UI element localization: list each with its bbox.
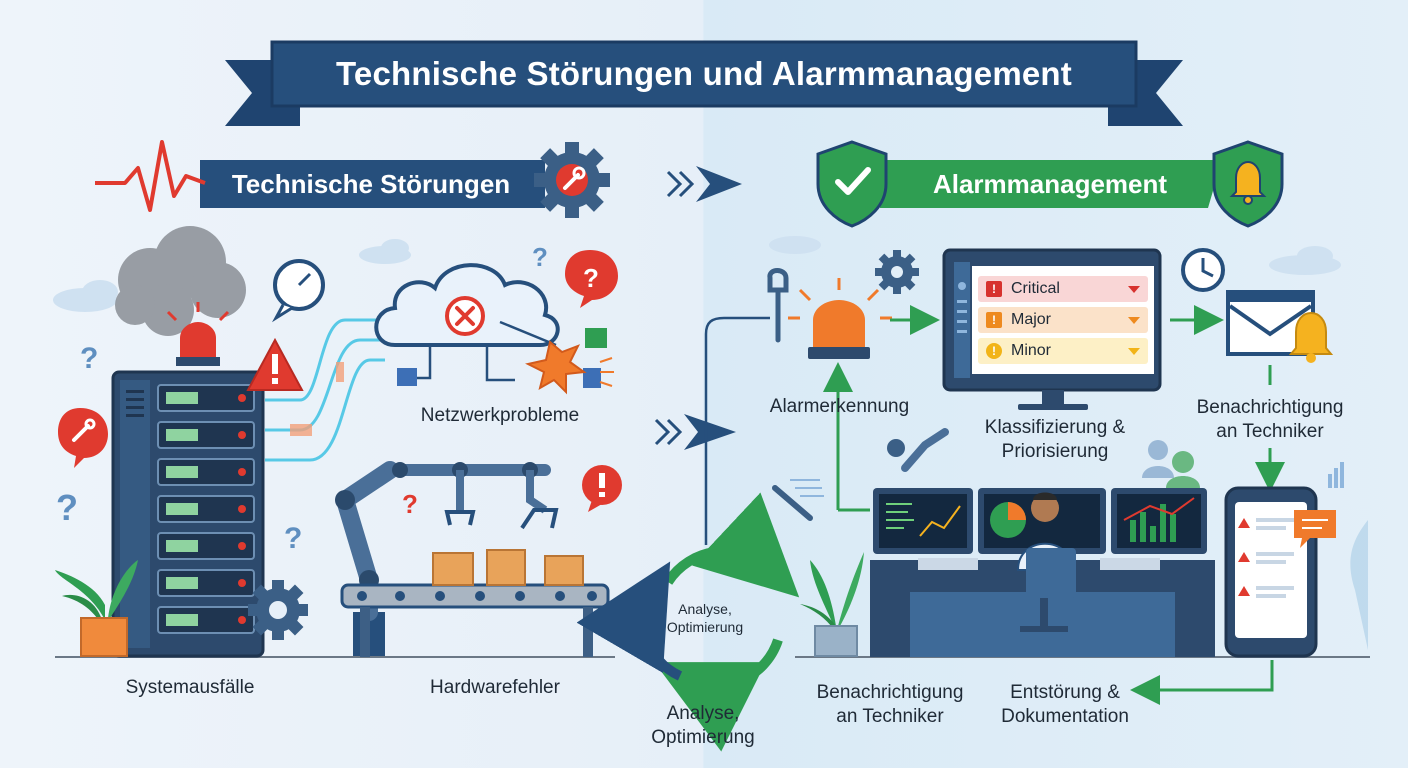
page-title: Technische Störungen und Alarmmanagement [336, 55, 1072, 92]
title-ribbon [225, 40, 1183, 126]
label-klassifizierung: Klassifizierung & Priorisierung [984, 417, 1126, 462]
server-slot [166, 614, 198, 626]
server-slot [166, 540, 198, 552]
svg-text:?: ? [80, 342, 98, 375]
wrench-small-icon [772, 485, 813, 521]
label-entstoerung: Entstörung & Dokumentation [1001, 682, 1129, 727]
section-header-technische-stoerungen: Technische Störungen [231, 169, 511, 199]
svg-text:?: ? [532, 242, 548, 272]
server-slot [166, 503, 198, 515]
server-slot [166, 466, 198, 478]
severity-label: Minor [1011, 342, 1052, 359]
smartphone-icon [1224, 462, 1344, 658]
red-siren-icon [166, 302, 230, 366]
warning-icon: ! [986, 281, 1002, 297]
warning-icon: ! [986, 312, 1002, 328]
data-packet-icon [290, 424, 312, 436]
svg-text:?: ? [583, 263, 599, 293]
bell-icon [1288, 311, 1334, 363]
server-unit [157, 458, 255, 486]
right-header-banner [880, 160, 1222, 208]
network-cloud-icon [374, 263, 560, 347]
cycle-inner-label: Analyse, Optimierung [666, 601, 744, 635]
cycle-below-label: Analyse, Optimierung [651, 703, 755, 748]
gear-wrench-icon [534, 142, 610, 218]
server-unit [157, 421, 255, 449]
server-unit [157, 606, 255, 634]
plant-pot-icon [55, 560, 138, 657]
severity-critical[interactable]: ! Critical [978, 276, 1148, 302]
label-systemausfaelle: Systemausfälle [125, 677, 255, 698]
server-units [157, 384, 255, 634]
left-header-banner [95, 140, 545, 212]
shield-bell-icon [1212, 140, 1284, 228]
burst-icon [525, 340, 587, 395]
server-slot [166, 429, 198, 441]
smoke-cloud-icon [115, 226, 246, 336]
severity-label: Critical [1011, 280, 1060, 297]
wrench-icon [767, 268, 789, 343]
server-led [238, 505, 246, 513]
orange-siren-icon [788, 278, 892, 359]
robot-gear-icon [887, 428, 949, 472]
server-unit [157, 569, 255, 597]
flow-arrow [1130, 660, 1274, 705]
server-slot [166, 392, 198, 404]
gear-icon [248, 580, 308, 640]
wrench-bubble-icon [58, 408, 108, 468]
stopwatch-icon [271, 259, 325, 323]
server-led [238, 579, 246, 587]
warning-triangle-icon [246, 337, 304, 391]
label-benachrichtigung-bottom: Benachrichtigung an Techniker [816, 682, 964, 727]
question-mark-icon: ? ? ? ? [56, 242, 548, 555]
question-bubble-icon: ? [565, 250, 618, 308]
severity-major[interactable]: ! Major [978, 307, 1148, 333]
alert-bubble-icon [582, 465, 622, 512]
label-alarmerkennung: Alarmerkennung [769, 396, 910, 417]
chevron-down-icon[interactable] [1128, 348, 1140, 355]
server-unit [157, 532, 255, 560]
node-box-icon [397, 368, 417, 386]
network-links [413, 320, 557, 382]
shield-check-icon [816, 140, 888, 228]
team-users-icon [1142, 440, 1200, 488]
server-led [238, 468, 246, 476]
severity-minor[interactable]: ! Minor [978, 338, 1148, 364]
info-circle-icon: ! [986, 343, 1002, 359]
svg-text:?: ? [284, 522, 302, 555]
cargo-box-icon [432, 549, 584, 586]
label-benachrichtigung-top: Benachrichtigung an Techniker [1196, 397, 1344, 442]
operator-figure [1016, 492, 1076, 632]
server-unit [157, 495, 255, 523]
clock-icon [1181, 248, 1225, 292]
server-led [238, 431, 246, 439]
chevron-down-icon[interactable] [1128, 317, 1140, 324]
section-header-alarmmanagement: Alarmmanagement [932, 169, 1168, 199]
chevron-arrow-top-icon [666, 166, 742, 202]
gear-small-icon [875, 250, 919, 294]
heartbeat-icon [95, 140, 206, 212]
node-box-icon [585, 328, 607, 348]
cycle-arrows-icon [576, 492, 800, 752]
server-slot [166, 577, 198, 589]
label-netzwerkprobleme: Netzwerkprobleme [420, 405, 580, 426]
chevron-down-icon[interactable] [1128, 286, 1140, 293]
svg-text:?: ? [56, 487, 78, 528]
chevron-arrow-mid-icon [654, 414, 736, 450]
severity-label: Major [1011, 311, 1052, 328]
flow-line [704, 316, 770, 545]
cloud-decor-icon [53, 236, 1341, 312]
server-led [238, 616, 246, 624]
control-monitors [873, 488, 1207, 554]
server-unit [157, 384, 255, 412]
server-led [238, 394, 246, 402]
file-icon [583, 368, 601, 388]
server-led [238, 542, 246, 550]
svg-text:?: ? [402, 489, 418, 519]
label-hardwarefehler: Hardwarefehler [430, 677, 560, 698]
plant-right-icon [800, 552, 864, 657]
